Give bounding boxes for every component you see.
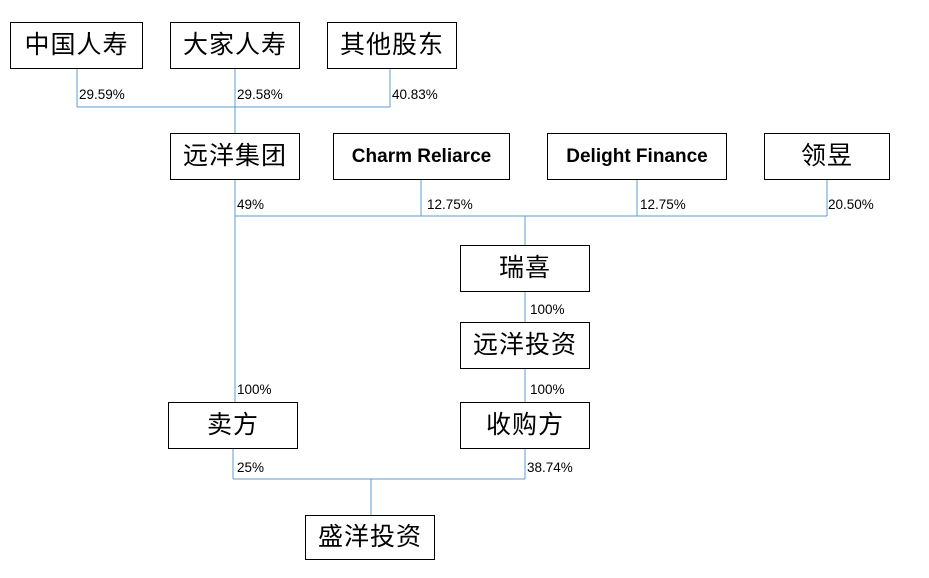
ownership-percentage-label: 25% (237, 460, 265, 475)
entity-box[interactable]: 大家人寿 (170, 22, 300, 69)
entity-label: 盛洋投资 (317, 524, 422, 551)
entity-box[interactable]: 其他股东 (327, 22, 457, 69)
entity-label: 远洋集团 (182, 143, 287, 170)
ownership-percentage-label: 29.59% (79, 87, 125, 102)
ownership-percentage-label: 20.50% (828, 197, 874, 212)
ownership-percentage-label: 12.75% (640, 197, 686, 212)
ownership-percentage-label: 100% (530, 382, 565, 397)
entity-label: Charm Reliarce (351, 146, 492, 167)
entity-label: 瑞喜 (498, 255, 551, 282)
entity-box[interactable]: 远洋集团 (170, 133, 300, 180)
entity-box[interactable]: 中国人寿 (10, 22, 143, 69)
entity-box[interactable]: 远洋投资 (460, 322, 590, 369)
entity-box[interactable]: 领昱 (764, 133, 890, 180)
entity-label: 中国人寿 (24, 32, 129, 59)
entity-label: Delight Finance (566, 146, 708, 167)
ownership-percentage-label: 100% (530, 302, 565, 317)
entity-box[interactable]: 收购方 (460, 402, 590, 449)
entity-label: 其他股东 (339, 32, 444, 59)
ownership-percentage-label: 29.58% (237, 87, 283, 102)
entity-label: 大家人寿 (182, 32, 287, 59)
ownership-percentage-label: 38.74% (527, 460, 573, 475)
entity-box[interactable]: 卖方 (168, 402, 298, 449)
ownership-percentage-label: 40.83% (392, 87, 438, 102)
entity-label: 领昱 (800, 143, 853, 170)
entity-box[interactable]: 瑞喜 (460, 245, 590, 292)
ownership-percentage-label: 49% (237, 197, 265, 212)
ownership-percentage-label: 100% (237, 382, 272, 397)
entity-label: 收购方 (485, 412, 564, 439)
entity-box[interactable]: 盛洋投资 (305, 515, 435, 560)
entity-label: 卖方 (206, 412, 259, 439)
entity-box[interactable]: Charm Reliarce (333, 133, 510, 180)
entity-label: 远洋投资 (472, 332, 577, 359)
entity-box[interactable]: Delight Finance (547, 133, 727, 180)
ownership-percentage-label: 12.75% (427, 197, 473, 212)
